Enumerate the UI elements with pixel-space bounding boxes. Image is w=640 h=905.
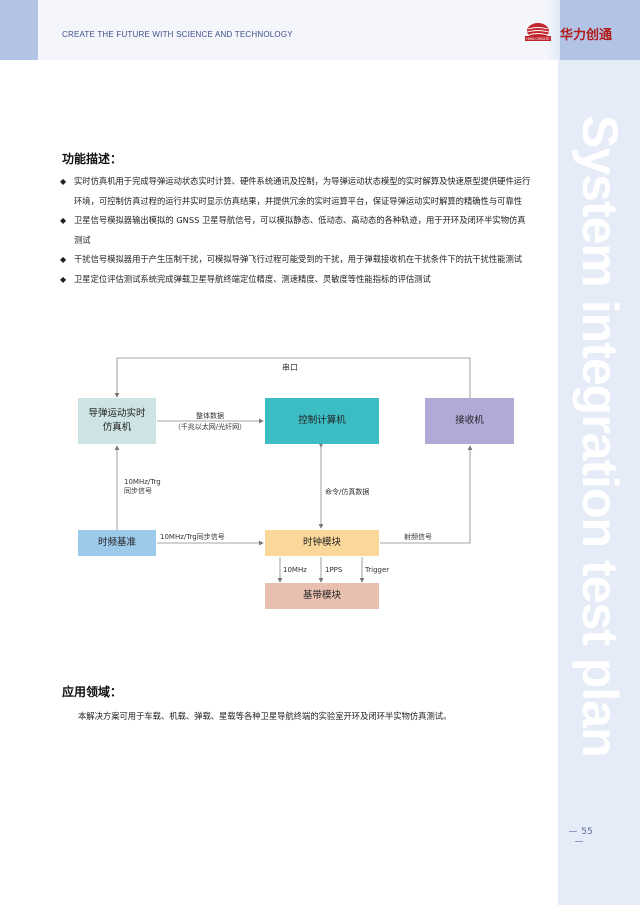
function-heading: 功能描述：: [62, 152, 123, 166]
command-label: 命令/仿真数据: [325, 488, 370, 496]
receiver-label: 接收机: [455, 415, 484, 426]
brand-name: 华力创通: [560, 28, 613, 43]
ethernet-label-line1: 整体数据: [196, 412, 224, 420]
function-bullet: 干扰信号模拟器用于产生压制干扰，可模拟导弹飞行过程可能受到的干扰，用于弹载接收机…: [60, 250, 532, 270]
header-banner: CREATE THE FUTURE WITH SCIENCE AND TECHN…: [38, 0, 560, 60]
clock-module-label: 时钟模块: [302, 537, 341, 548]
timebase-box: 时频基准: [78, 530, 156, 556]
vertical-title: System integration test plan: [572, 115, 628, 757]
page-number: 55: [559, 827, 599, 847]
clock-output-trigger: Trigger: [365, 566, 390, 574]
serial-port-line: [114, 357, 471, 398]
sync-label: 10MHz/Trg 同步信号: [124, 478, 161, 496]
page-number-text: 55: [581, 827, 593, 837]
right-sidebar: [558, 60, 640, 905]
rf-label: 射频信号: [404, 533, 432, 541]
simulator-label-line1: 导弹运动实时: [88, 408, 146, 419]
ethernet-sublabel: （千兆以太网/光纤网）: [170, 423, 250, 432]
clock-output-1pps: 1PPS: [325, 566, 343, 574]
receiver-box: 接收机: [425, 398, 514, 444]
clock-output-10mhz: 10MHz: [283, 566, 307, 574]
sync-label-line1: 10MHz/Trg: [124, 478, 161, 486]
function-bullet: 卫星定位评估测试系统完成弹载卫星导航终端定位精度、测速精度、灵敏度等性能指标的评…: [60, 270, 532, 290]
simulator-label-line2: 仿真机: [102, 422, 132, 433]
timebase-clock-label: 10MHz/Trg同步信号: [160, 533, 225, 541]
company-logo-icon: HWA CREATE: [525, 23, 551, 41]
function-bullet: 实时仿真机用于完成导弹运动状态实时计算、硬件系统通讯及控制，为导弹运动状态模型的…: [60, 172, 532, 211]
control-computer-label: 控制计算机: [298, 415, 346, 426]
application-text: 本解决方案可用于车载、机载、弹载、星载等各种卫星导航终端的实验室开环及闭环半实物…: [78, 711, 452, 721]
timebase-label: 时频基准: [97, 537, 136, 548]
function-bullet: 卫星信号模拟器输出模拟的 GNSS 卫星导航信号，可以模拟静态、低动态、高动态的…: [60, 211, 532, 250]
baseband-module-label: 基带模块: [302, 590, 341, 601]
control-computer-box: 控制计算机: [265, 398, 379, 444]
rf-line: [380, 445, 473, 544]
function-bullet-list: 实时仿真机用于完成导弹运动状态实时计算、硬件系统通讯及控制，为导弹运动状态模型的…: [60, 172, 532, 289]
serial-port-label: 串口: [282, 363, 298, 372]
header-slogan: CREATE THE FUTURE WITH SCIENCE AND TECHN…: [62, 30, 293, 39]
application-heading: 应用领域：: [62, 685, 123, 699]
simulator-box: 导弹运动实时仿真机: [78, 398, 156, 444]
clock-module-box: 时钟模块: [265, 530, 379, 556]
baseband-module-box: 基带模块: [265, 583, 379, 609]
logo-text: HWA CREATE: [526, 37, 550, 41]
sync-label-line2: 同步信号: [124, 487, 152, 495]
page-header: CREATE THE FUTURE WITH SCIENCE AND TECHN…: [0, 0, 640, 60]
ethernet-label: 整体数据: [180, 412, 240, 421]
ethernet-label-line2: （千兆以太网/光纤网）: [173, 423, 247, 431]
